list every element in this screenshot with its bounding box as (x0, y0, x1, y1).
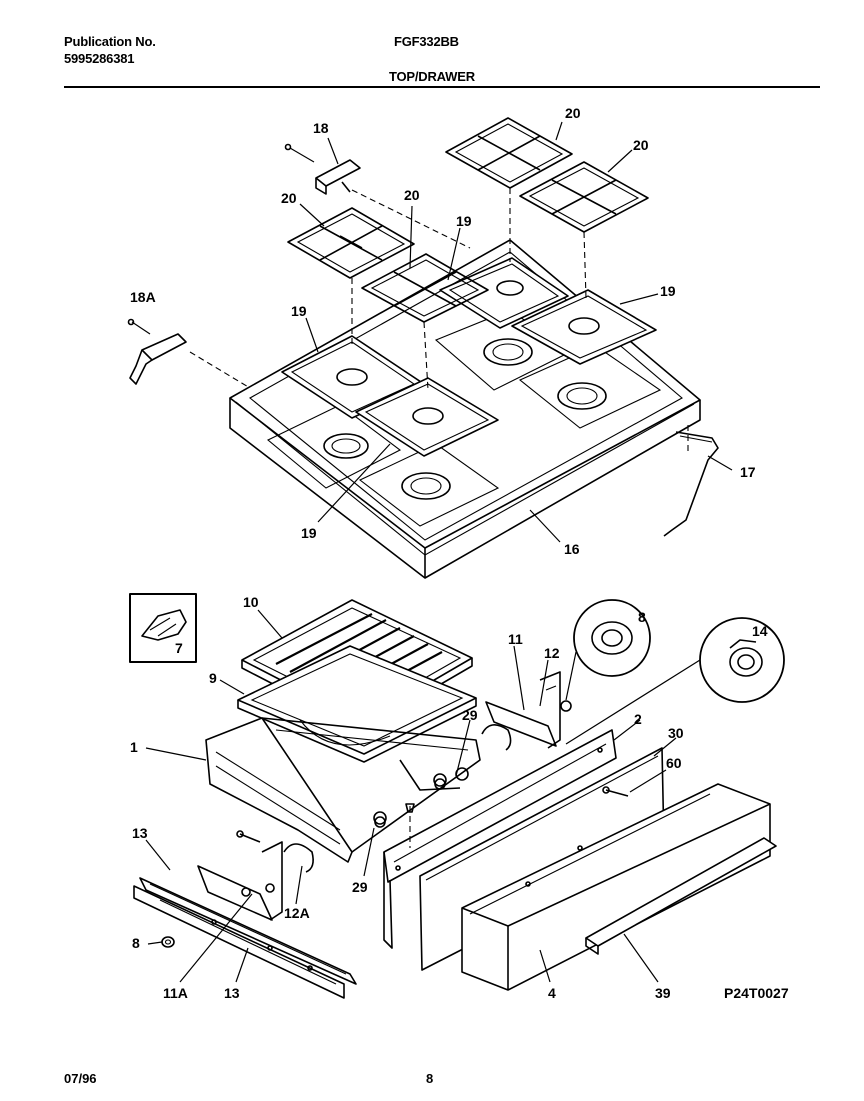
detail-circle-8 (560, 599, 651, 712)
publication-number: 5995286381 (64, 51, 135, 66)
detail-circle-14 (565, 617, 785, 745)
callout-20-rear-right: 20 (633, 137, 649, 153)
callout-19-right: 19 (660, 283, 676, 299)
callout-29-upper: 29 (462, 707, 478, 723)
wire-12 (481, 724, 512, 751)
trim-strip-39 (585, 837, 777, 955)
burner-bowl-19-center (355, 377, 499, 457)
header-divider (64, 86, 820, 88)
screw-60 (602, 786, 629, 797)
burner-pan-front-left (266, 404, 402, 489)
model-number: FGF332BB (394, 34, 459, 49)
leader-lines (145, 121, 733, 983)
callout-10: 10 (243, 594, 259, 610)
callout-29-lower: 29 (352, 879, 368, 895)
footer-date: 07/96 (64, 1071, 97, 1086)
callout-12a: 12A (284, 905, 310, 921)
grate-20-left (287, 207, 415, 279)
burner-bowl-19-right (511, 289, 657, 365)
drawer-panel-2 (383, 729, 617, 949)
callout-9: 9 (209, 670, 217, 686)
bracket-18 (284, 143, 361, 195)
bracket-11a (197, 841, 283, 921)
callout-20-rear-left: 20 (565, 105, 581, 121)
wire-support-17 (663, 431, 719, 537)
detail-box-7 (129, 593, 197, 663)
callout-60: 60 (666, 755, 682, 771)
callout-2: 2 (634, 711, 642, 727)
callout-19-front: 19 (301, 525, 317, 541)
callout-1: 1 (130, 739, 138, 755)
callout-8-detail: 8 (638, 609, 646, 625)
rail-13-lower (133, 885, 345, 999)
callout-7: 7 (175, 640, 183, 656)
wire-12a (283, 843, 314, 873)
footer-page-number: 8 (426, 1071, 434, 1086)
burner-bowl-19-rear (439, 257, 569, 329)
bracket-11 (485, 671, 561, 749)
broiler-pan-9 (237, 645, 477, 763)
callout-11a: 11A (163, 985, 188, 1001)
drawer-body-1 (205, 717, 481, 863)
drawing-number: P24T0027 (724, 985, 789, 1001)
grate-20-rear-right (519, 161, 649, 233)
fastener-29-b (374, 816, 386, 828)
callout-13-lower: 13 (224, 985, 240, 1001)
callout-12: 12 (544, 645, 560, 661)
callout-17: 17 (740, 464, 756, 480)
callout-39: 39 (655, 985, 671, 1001)
grate-20-rear-left (445, 117, 573, 189)
callout-16: 16 (564, 541, 580, 557)
callout-19-rear: 19 (456, 213, 472, 229)
rail-13-upper (139, 877, 357, 985)
burner-pan-front-right (358, 443, 500, 527)
grate-20-center (361, 253, 489, 323)
callout-18a: 18A (130, 289, 156, 305)
publication-label: Publication No. (64, 34, 156, 49)
section-title: TOP/DRAWER (389, 69, 475, 84)
callout-20-left: 20 (281, 190, 297, 206)
drawer-panel-4 (461, 783, 771, 991)
callout-4: 4 (548, 985, 556, 1001)
screw-left (236, 830, 261, 843)
nut-8 (161, 936, 175, 948)
callout-11: 11 (508, 631, 523, 647)
callout-30: 30 (668, 725, 684, 741)
callout-20-center: 20 (404, 187, 420, 203)
callout-14: 14 (752, 623, 768, 639)
fastener-29-a (434, 778, 446, 790)
callout-13-upper: 13 (132, 825, 148, 841)
callout-18: 18 (313, 120, 329, 136)
callout-19-left: 19 (291, 303, 307, 319)
callout-8: 8 (132, 935, 140, 951)
bracket-18a (127, 318, 187, 385)
